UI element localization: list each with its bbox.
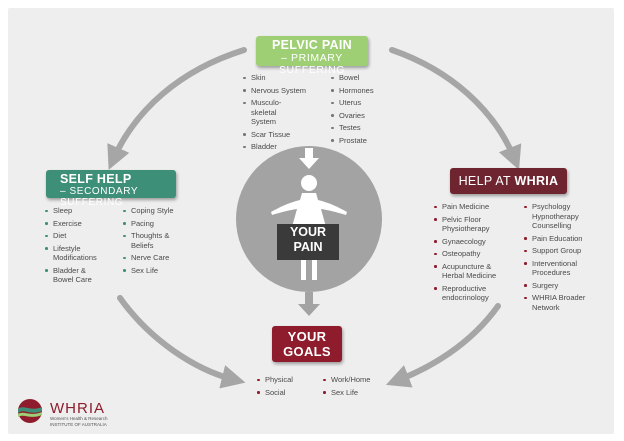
list-item: Musculo-skeletal System: [242, 98, 303, 127]
list-item: Nerve Care: [122, 253, 188, 263]
logo-line-1: Women's Health & Research: [50, 416, 108, 421]
pelvic-list-2: Bowel Hormones Uterus Ovaries Testes Pro…: [330, 73, 400, 148]
list-item: Work/Home: [322, 375, 382, 385]
list-item: Pacing: [122, 219, 188, 229]
help-at-whria-title: HELP AT WHRIA: [458, 174, 559, 188]
pelvic-list-1: Skin Nervous System Musculo-skeletal Sys…: [242, 73, 322, 155]
self-help-title: SELF HELP: [60, 172, 132, 186]
list-item: Sleep: [44, 206, 116, 216]
list-item: Sex Life: [322, 388, 382, 398]
list-item: Interventional Procedures: [523, 259, 590, 278]
list-item: Acupuncture & Herbal Medicine: [433, 262, 510, 281]
list-item: Bladder: [242, 142, 322, 152]
list-item: Support Group: [523, 246, 595, 256]
logo-text: WHRIA Women's Health & Research INSTITUT…: [50, 401, 108, 427]
list-item: Testes: [330, 123, 400, 133]
list-item: Osteopathy: [433, 249, 511, 259]
list-item: Nervous System: [242, 86, 322, 96]
list-item: Physical: [256, 375, 306, 385]
list-item: WHRIA Broader Network: [523, 293, 598, 312]
arrow-whria-to-goals: [385, 303, 501, 388]
arrow-pelvic-to-selfhelp: [107, 47, 247, 170]
goals-list-2: Work/Home Sex Life: [322, 375, 382, 400]
self-help-box: SELF HELP – SECONDARY SUFFERING: [46, 170, 176, 208]
pelvic-pain-title: PELVIC PAIN: [272, 38, 352, 52]
list-item: Uterus: [330, 98, 400, 108]
pelvic-pain-box: PELVIC PAIN – PRIMARY SUFFERING: [256, 36, 368, 76]
arrow-circle-to-goals: [298, 292, 320, 316]
self-help-list-1: Sleep Exercise Diet Lifestyle Modificati…: [44, 206, 116, 288]
list-item: Exercise: [44, 219, 116, 229]
list-item: Surgery: [523, 281, 595, 291]
arrow-selfhelp-to-goals: [117, 295, 246, 389]
whria-list-1: Pain Medicine Pelvic Floor Physiotherapy…: [433, 202, 511, 306]
list-item: Scar Tissue: [242, 130, 322, 140]
list-item: Pain Education: [523, 234, 595, 244]
list-item: Pelvic Floor Physiotherapy: [433, 215, 498, 234]
list-item: Diet: [44, 231, 116, 241]
self-help-list-2: Coping Style Pacing Thoughts & Beliefs N…: [122, 206, 188, 278]
list-item: Psychology Hypnotherapy Counselling: [523, 202, 588, 231]
list-item: Hormones: [330, 86, 400, 96]
list-item: Ovaries: [330, 111, 400, 121]
list-item: Lifestyle Modifications: [44, 244, 105, 263]
whria-list-2: Psychology Hypnotherapy Counselling Pain…: [523, 202, 595, 315]
logo-name: WHRIA: [50, 400, 105, 417]
pelvic-pain-subtitle: – PRIMARY SUFFERING: [278, 52, 346, 76]
list-item: Gynaecology: [433, 237, 511, 247]
list-item: Social: [256, 388, 306, 398]
list-item: Bladder & Bowel Care: [44, 266, 101, 285]
list-item: Reproductive endocrinology: [433, 284, 502, 303]
list-item: Sex Life: [122, 266, 188, 276]
list-item: Coping Style: [122, 206, 188, 216]
list-item: Skin: [242, 73, 322, 83]
list-item: Prostate: [330, 136, 400, 146]
arrow-pelvic-to-whria: [389, 47, 522, 171]
list-item: Pain Medicine: [433, 202, 511, 212]
arrow-into-circle: [299, 148, 319, 169]
goals-list-1: Physical Social: [256, 375, 306, 400]
self-help-subtitle: – SECONDARY SUFFERING: [60, 186, 138, 208]
list-item: Bowel: [330, 73, 400, 83]
whria-logo-icon: [18, 399, 42, 423]
help-at-whria-box: HELP AT WHRIA: [450, 168, 567, 194]
your-pain-label: YOUR PAIN: [277, 224, 339, 260]
logo-line-2: INSTITUTE OF AUSTRALIA: [50, 421, 107, 427]
list-item: Thoughts & Beliefs: [122, 231, 177, 250]
